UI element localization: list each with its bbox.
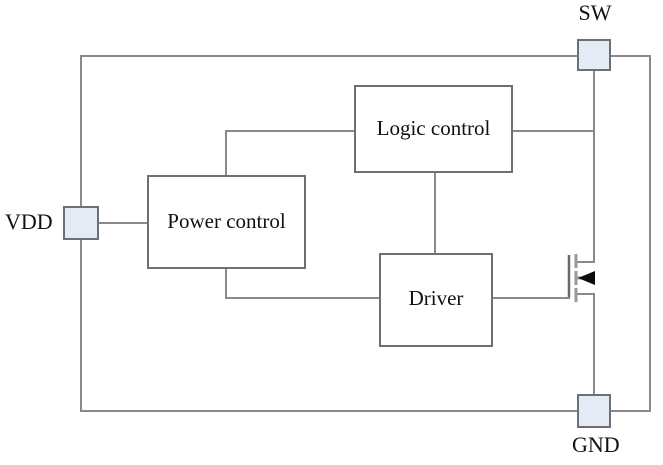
block-driver[interactable] bbox=[379, 253, 493, 347]
pin-label-vdd: VDD bbox=[5, 209, 53, 234]
mosfet-body-arrow-icon bbox=[578, 271, 595, 285]
block-label-driver: Driver bbox=[408, 286, 464, 310]
power-mosfet-symbol bbox=[567, 254, 595, 302]
pin-pad-vdd[interactable] bbox=[63, 206, 99, 240]
block-logic-control[interactable] bbox=[354, 85, 513, 173]
block-power-control[interactable] bbox=[147, 175, 306, 269]
block-label-logic-control: Logic control bbox=[376, 116, 491, 140]
wire-mosfet-source-to-gnd bbox=[577, 293, 595, 396]
block-label-power-control: Power control bbox=[167, 209, 286, 233]
pin-label-sw: SW bbox=[578, 0, 612, 25]
pin-pad-sw[interactable] bbox=[577, 39, 611, 71]
wire-sw-to-mosfet-drain bbox=[577, 69, 595, 263]
pin-label-gnd: GND bbox=[572, 432, 620, 457]
wire-power-control-to-logic-control bbox=[225, 130, 356, 177]
wire-power-control-to-driver bbox=[225, 267, 381, 299]
wire-outer-right-rail bbox=[609, 55, 651, 412]
pin-pad-gnd[interactable] bbox=[577, 394, 611, 428]
